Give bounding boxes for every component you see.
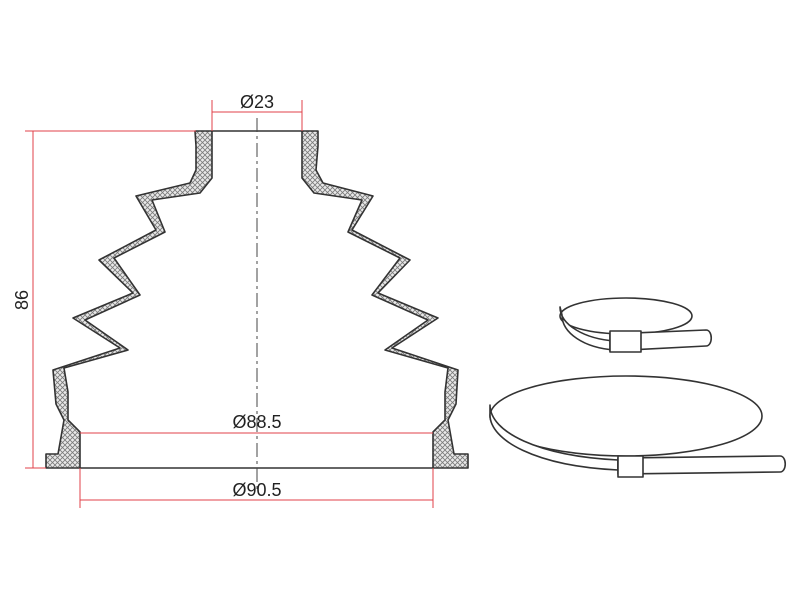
boot-right-wall [301, 130, 469, 469]
boot-left-wall [45, 130, 213, 469]
small-clamp-buckle [609, 330, 642, 353]
large-clamp-tail [617, 455, 787, 475]
height-label: 86 [12, 290, 32, 310]
outer-base-diameter-label: Ø90.5 [232, 480, 281, 500]
large-clamp-buckle [617, 455, 644, 478]
small-clamp [559, 297, 713, 353]
small-clamp-band-back [559, 297, 693, 335]
inner-base-diameter-label: Ø88.5 [232, 412, 281, 432]
top-diameter-label: Ø23 [240, 92, 274, 112]
large-clamp [489, 375, 787, 478]
